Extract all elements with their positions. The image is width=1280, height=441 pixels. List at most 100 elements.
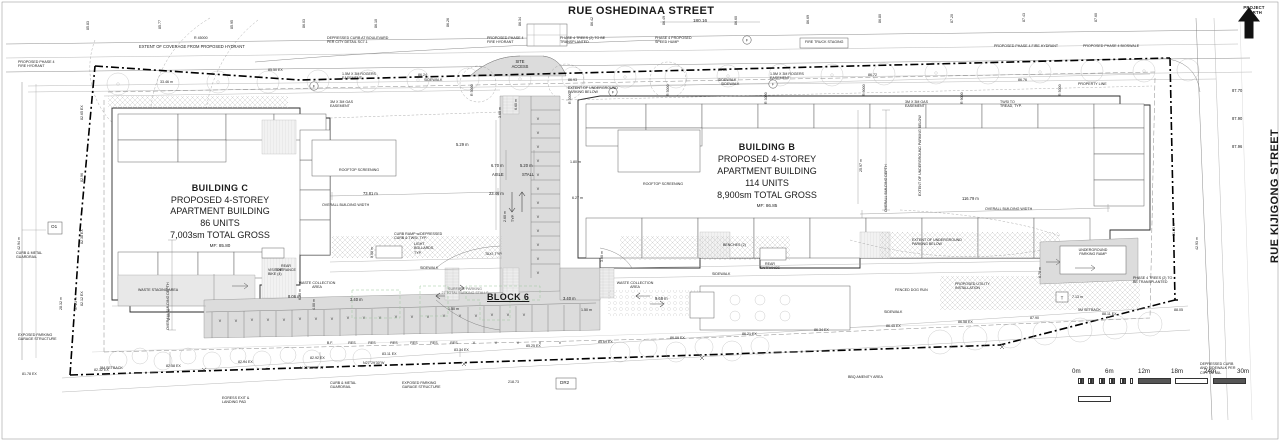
svg-text:V: V xyxy=(537,159,540,163)
svg-text:RES: RES xyxy=(410,341,418,345)
annotation-light-bollards: LIGHT BOLLARDS, TYP. xyxy=(414,242,435,255)
annotation-fenced-dog-run: FENCED DOG RUN xyxy=(895,288,928,292)
annotation-proposed-phase4-fire-hydrant-mid: PROPOSED PHASE 4 FIRE HYDRANT xyxy=(487,36,524,45)
svg-text:V: V xyxy=(473,341,476,345)
dimension-57-23: 57.23 m xyxy=(74,297,78,310)
building-b-mf: MF: 86.85 xyxy=(756,203,778,209)
svg-text:V: V xyxy=(537,215,540,219)
svg-text:V: V xyxy=(427,315,430,319)
annotation-bbq-amenity-area: BBQ AMENITY AREA xyxy=(848,375,883,379)
dimension-aisle-value: 6.70 m xyxy=(491,163,504,168)
annotation-overall-width-c: OVERALL BUILDING WIDTH xyxy=(322,203,370,207)
annotation-underground-extent-mid: EXTENT OF UNDERGROUND PARKING BELOW xyxy=(912,238,962,247)
svg-text:V: V xyxy=(537,243,540,247)
dimension-2-00: 2.00 m xyxy=(167,309,171,320)
svg-text:F: F xyxy=(772,83,775,87)
annotation-rear-entrance-left: REAR ENTRANCE xyxy=(276,264,296,273)
dimension-42-94: 42.94 m xyxy=(17,237,21,250)
annotation-exposed-parking-garage-left: EXPOSED PARKING GARAGE STRUCTURE xyxy=(18,333,57,342)
scale-tick-24: 24m xyxy=(1204,368,1217,375)
dimension-5-29: 5.29 m xyxy=(456,142,469,147)
dimension-6-60: 6.60 m xyxy=(514,99,518,110)
svg-text:V: V xyxy=(537,229,540,233)
svg-text:V: V xyxy=(537,257,540,261)
dimension-3-00: 3.00 m xyxy=(600,251,604,262)
bottom-overall-dimension: 218.73 xyxy=(508,380,519,384)
dimension-73-81: 73.81 m xyxy=(363,191,378,196)
street-label-top: RUE OSHEDINAA STREET xyxy=(568,5,715,17)
dimension-1-50a: 1.50 m xyxy=(448,307,459,311)
annotation-twsi-to-tread: TWSI TO TREAD, TYP. xyxy=(1000,100,1022,109)
dimension-stall-value: 5.20 m xyxy=(520,163,533,168)
svg-text:V: V xyxy=(235,319,238,323)
dimension-9-68: 9.68 m xyxy=(655,296,668,301)
building-c-line1: PROPOSED 4-STOREY xyxy=(170,194,270,205)
dimension-28-32: 28.32 m xyxy=(59,297,63,310)
svg-text:V: V xyxy=(267,318,270,322)
svg-text:V: V xyxy=(539,341,542,345)
annotation-waste-staging-area: WASTE STAGING AREA xyxy=(138,288,179,292)
dimension-6-00: 6.00 m xyxy=(298,289,302,300)
dimension-3-40b: 3.40 m xyxy=(563,296,576,301)
svg-text:V: V xyxy=(537,117,540,121)
annotation-sidewalk-upper: SIDEWALK xyxy=(721,82,740,86)
svg-text:V: V xyxy=(537,271,540,275)
annotation-rooftop-screening-b: ROOFTOP SCREENING xyxy=(643,182,684,186)
annotation-sidewalk-mid-right: SIDEWALK xyxy=(712,272,731,276)
annotation-sidewalk-top-left: SIDEWALK xyxy=(424,78,443,82)
scale-tick-0: 0m xyxy=(1072,368,1081,375)
building-c-name: BUILDING C xyxy=(191,183,249,193)
annotation-proposed-phase4-bioswale: PROPOSED PHASE 4 BIOSWALE xyxy=(1083,44,1140,48)
dimension-aisle-label: AISLE xyxy=(492,172,504,177)
building-c-label: BUILDING C PROPOSED 4-STOREY APARTMENT B… xyxy=(128,183,312,249)
svg-text:V: V xyxy=(331,317,334,321)
dimension-25-97: 25.97 m xyxy=(859,159,863,172)
svg-text:V: V xyxy=(537,201,540,205)
annotation-underground-extent-left: EXTENT OF UNDERGROUND PARKING BELOW xyxy=(568,86,618,95)
dimension-6-70-right: 6.70 m xyxy=(1038,267,1042,278)
svg-text:V: V xyxy=(491,313,494,317)
scale-tick-18: 18m xyxy=(1171,368,1184,375)
building-b-label: BUILDING B PROPOSED 4-STOREY APARTMENT B… xyxy=(672,142,862,209)
north-arrow-glyph xyxy=(1237,7,1261,39)
annotation-sidewalk-mid-left: SIDEWALK xyxy=(420,266,439,270)
dimension-1-80: 1.80 m xyxy=(570,160,581,164)
north-arrow: PROJECT NORTH xyxy=(1232,5,1276,39)
annotation-proposed-phase4-fire-hydrant-left: PROPOSED PHASE 4 FIRE HYDRANT xyxy=(18,60,55,69)
svg-text:V: V xyxy=(537,173,540,177)
svg-text:V: V xyxy=(299,317,302,321)
svg-text:V: V xyxy=(523,313,526,317)
annotation-phase4-trees-right: PHASE 4 TREES (2) TO BE TRANSPLANTED xyxy=(1133,276,1173,285)
dimension-2-60: 2.60 m xyxy=(503,211,507,222)
annotation-curb-metal-guardrail-mid: CURB & METAL GUARDRAIL xyxy=(330,381,357,390)
street-label-right: RUE KIJIGONG STREET xyxy=(1269,128,1280,264)
svg-text:F: F xyxy=(746,39,749,43)
annotation-benches: BENCHES (2) xyxy=(723,243,746,247)
annotation-waste-collection-left: WASTE COLLECTION AREA xyxy=(298,281,336,290)
building-c-line2: APARTMENT BUILDING xyxy=(170,206,270,217)
building-b-line1: PROPOSED 4-STOREY xyxy=(717,153,817,164)
dimension-51-23: 51.23 m xyxy=(1172,223,1176,236)
annotation-curb-ramp-twsi: CURB RAMP w/DEPRESSED CURB & TWSI, TYP. xyxy=(394,232,443,241)
svg-text:V: V xyxy=(283,318,286,322)
svg-text:V: V xyxy=(507,313,510,317)
marker-o1: O1 xyxy=(51,224,58,229)
dimension-3-40a: 3.40 m xyxy=(350,297,363,302)
dimension-9-00: 9.00 m xyxy=(370,247,374,258)
scale-tick-12: 12m xyxy=(1138,368,1151,375)
building-b-name: BUILDING B xyxy=(738,142,796,152)
svg-text:V: V xyxy=(251,318,254,322)
svg-text:V: V xyxy=(537,131,540,135)
svg-text:V: V xyxy=(537,187,540,191)
annotation-exposed-parking-garage-mid: EXPOSED PARKING GARAGE STRUCTURE xyxy=(402,381,441,390)
scale-bar xyxy=(1078,378,1280,414)
annotation-phase4-trees-transplanted: PHASE 4 TREES (2) TO BE TRANSPLANTED xyxy=(560,36,606,45)
bearing-label-2: N 28°56'48" W xyxy=(300,366,324,370)
svg-text:V: V xyxy=(537,145,540,149)
dimension-8-06: 8.06 m xyxy=(288,294,301,299)
svg-text:F: F xyxy=(612,91,615,95)
annotation-taxi-typ: TAXI, TYP. xyxy=(485,252,503,256)
dimension-6-27: 6.27 m xyxy=(572,196,583,200)
dimension-4-00: 4.00 m xyxy=(312,299,316,310)
